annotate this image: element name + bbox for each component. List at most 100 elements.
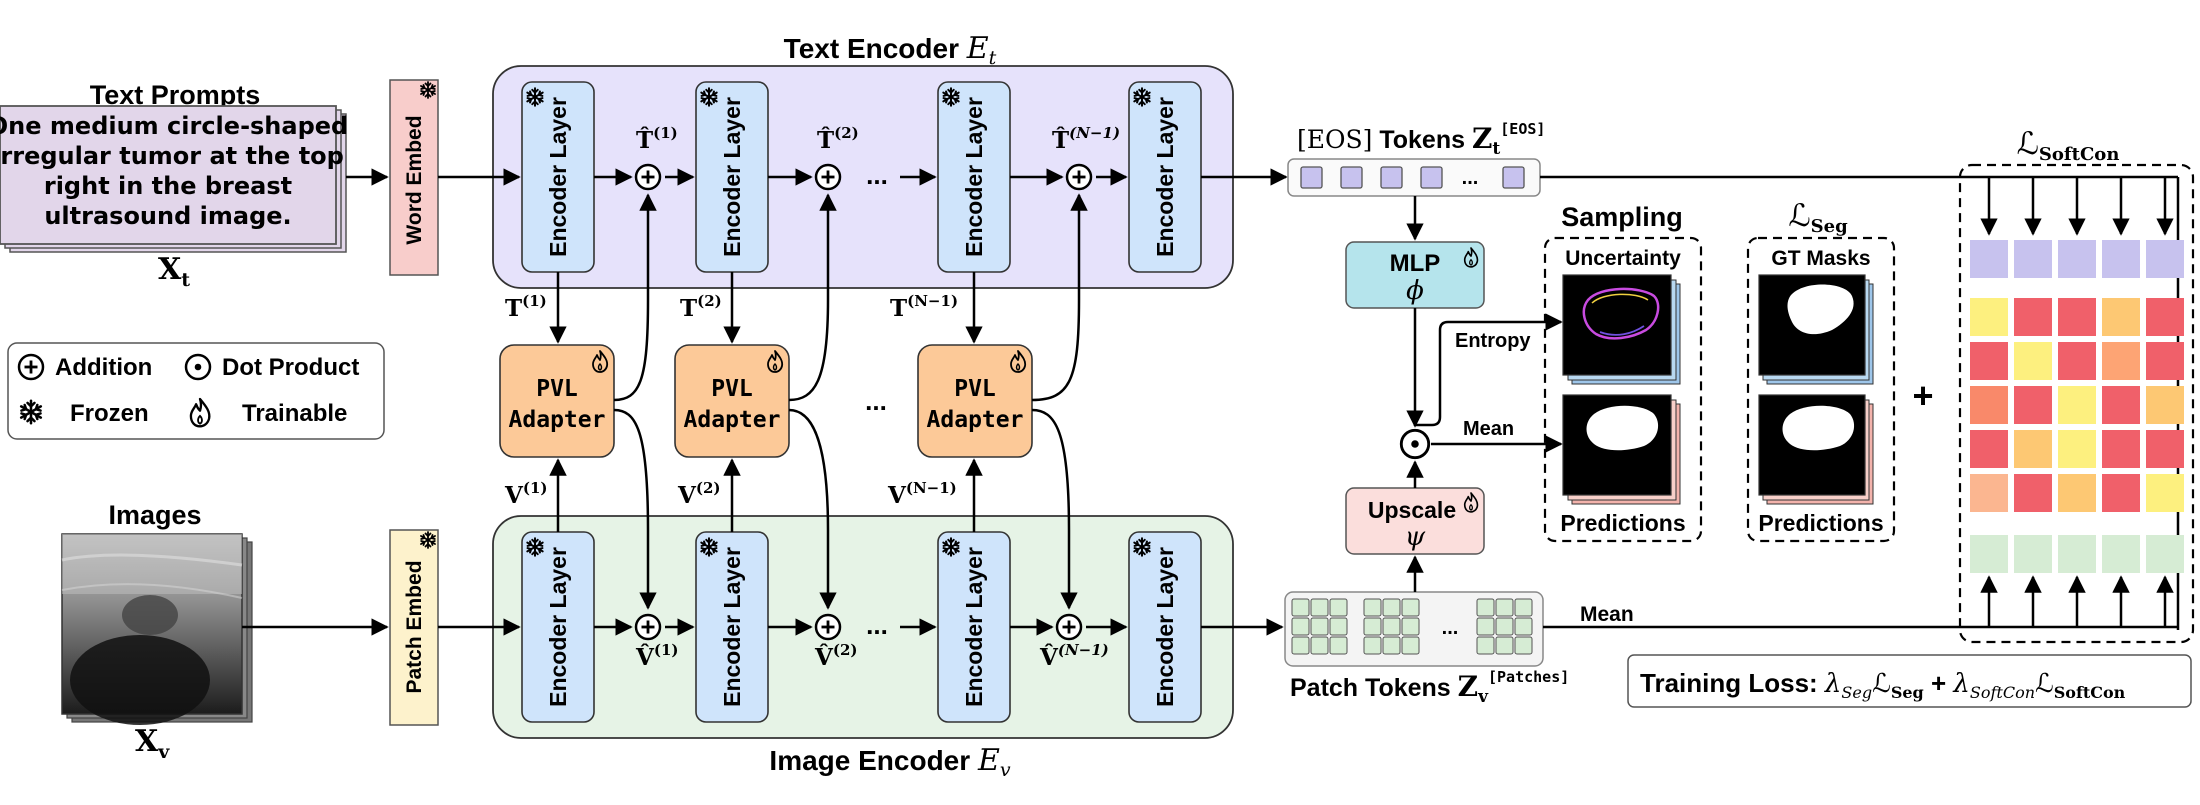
seg-loss-title: ℒSeg	[1788, 198, 1848, 237]
gt-masks-label: GT Masks	[1771, 247, 1870, 270]
v-2-label: V(2)	[677, 479, 721, 509]
images: Images Xv	[61, 500, 253, 763]
softcon-loss-title: ℒSoftCon	[2017, 126, 2120, 165]
sampling-title: Sampling	[1561, 202, 1683, 232]
similarity-cell	[2102, 386, 2140, 424]
sampling-predictions-label: Predictions	[1560, 510, 1685, 536]
patch-token-cell	[1495, 598, 1514, 617]
sampling: Sampling Uncertainty Predictions	[1543, 202, 1703, 543]
seg-predictions-label: Predictions	[1758, 510, 1883, 536]
text-add-3-icon	[1065, 163, 1093, 191]
similarity-cell	[2146, 430, 2184, 468]
text-stream-arrows	[242, 168, 1288, 636]
similarity-cell	[2102, 474, 2140, 512]
image-encoder: Image Encoder Ev	[492, 515, 1234, 781]
upscale-symbol: ψ	[1405, 522, 1426, 552]
vhat-2-label: V̂(2)	[814, 641, 858, 671]
entropy-label: Entropy	[1455, 330, 1531, 352]
patch-token-cell	[1329, 636, 1348, 655]
patch-token-cell	[1495, 636, 1514, 655]
encoder-layer-label: Encoder Layer	[545, 97, 571, 257]
upscale-title: Upscale	[1368, 497, 1456, 523]
that-1-label: T̂(1)	[636, 124, 678, 154]
uncertainty-label: Uncertainty	[1565, 247, 1681, 270]
pvl-adapter-1: PVL Adapter	[499, 344, 615, 458]
text-encoder-layer-4: Encoder Layer	[1128, 81, 1202, 273]
eos-tokens: [EOS] Tokens Zt[EOS] ...	[1287, 120, 1545, 197]
patch-token-cell	[1514, 598, 1533, 617]
text-add-1-icon	[634, 163, 662, 191]
patch-token-cell	[1310, 617, 1329, 636]
softcon-loss: ℒSoftCon	[1958, 126, 2195, 644]
right-side-arrows	[1406, 175, 2178, 629]
mlp-symbol: ϕ	[1406, 276, 1424, 306]
patch-token-cell	[1310, 636, 1329, 655]
patch-ellipsis: ...	[1442, 617, 1459, 639]
patch-token-cell	[1382, 617, 1401, 636]
uncertainty-maps	[1562, 274, 1681, 385]
image-encoder-layer-1: Encoder Layer	[521, 531, 595, 723]
encoder-layer-label: Encoder Layer	[1152, 97, 1178, 257]
text-stream-ellipsis: ...	[866, 160, 888, 190]
similarity-cell	[1970, 298, 2008, 336]
similarity-cell	[2014, 474, 2052, 512]
v-1-label: V(1)	[504, 479, 548, 509]
similarity-cell	[2146, 386, 2184, 424]
encoder-layer-label: Encoder Layer	[545, 547, 571, 707]
patch-token-cell	[1291, 636, 1310, 655]
prompt-line-2: irregular tumor at the top	[0, 142, 344, 170]
seg-loss: ℒSeg GT Masks Predictions	[1746, 198, 1896, 543]
patch-token-cell	[1329, 598, 1348, 617]
legend-frozen: Frozen	[70, 400, 149, 427]
similarity-cell	[1970, 430, 2008, 468]
patch-token-cell	[1363, 636, 1382, 655]
patch-token-cell	[1310, 598, 1329, 617]
text-encoder-layer-3: Encoder Layer	[937, 81, 1011, 273]
mlp-block: MLP ϕ	[1345, 241, 1485, 309]
upscale-block: Upscale ψ	[1345, 487, 1485, 555]
prompt-line-1: One medium circle-shaped	[0, 112, 348, 140]
encoder-layer-label: Encoder Layer	[961, 547, 987, 707]
pvl-adapter-2: PVL Adapter	[674, 344, 790, 458]
patch-token-cell	[1382, 598, 1401, 617]
similarity-cell	[2102, 430, 2140, 468]
vhat-1-label: V̂(1)	[635, 641, 679, 671]
adapter-label-line2: Adapter	[509, 407, 606, 433]
patch-token-cell	[1363, 598, 1382, 617]
sampled-predictions	[1562, 394, 1681, 505]
eos-ellipsis: ...	[1462, 167, 1479, 189]
mean-label-top: Mean	[1463, 418, 1514, 440]
word-embed: Word Embed	[389, 79, 439, 276]
image-add-2-icon	[814, 613, 842, 641]
patch-token-cell	[1514, 617, 1533, 636]
adapter-label-line1: PVL	[711, 376, 753, 402]
text-encoder-title: Text Encoder Et	[784, 31, 997, 69]
image-add-3-icon	[1055, 613, 1083, 641]
text-add-2-icon	[814, 163, 842, 191]
word-embed-label: Word Embed	[403, 115, 426, 244]
legend-addition: Addition	[55, 354, 152, 381]
patch-token-grids	[1291, 598, 1533, 655]
similarity-cell	[2058, 298, 2096, 336]
patch-token-cell	[1291, 598, 1310, 617]
patch-token-cell	[1476, 617, 1495, 636]
mean-label-bottom: Mean	[1580, 603, 1634, 626]
similarity-cell	[2058, 386, 2096, 424]
patch-embed: Patch Embed	[389, 529, 439, 726]
dot-product-icon	[184, 353, 212, 381]
image-add-1-icon	[634, 613, 662, 641]
similarity-cell	[2058, 430, 2096, 468]
similarity-cell	[2146, 342, 2184, 380]
patch-token-cell	[1476, 598, 1495, 617]
similarity-cell	[1970, 474, 2008, 512]
pvl-adapter-3: PVL Adapter	[917, 344, 1033, 458]
similarity-cell	[2102, 342, 2140, 380]
prompt-line-4: ultrasound image.	[44, 202, 291, 230]
similarity-cell	[1970, 386, 2008, 424]
t-n-label: T(N−1)	[890, 292, 958, 322]
adapter-label-line2: Adapter	[684, 407, 781, 433]
encoder-layer-label: Encoder Layer	[719, 97, 745, 257]
similarity-cell	[2014, 386, 2052, 424]
legend: Addition Dot Product Frozen Trainable	[7, 342, 385, 440]
t-1-label: T(1)	[505, 292, 547, 322]
